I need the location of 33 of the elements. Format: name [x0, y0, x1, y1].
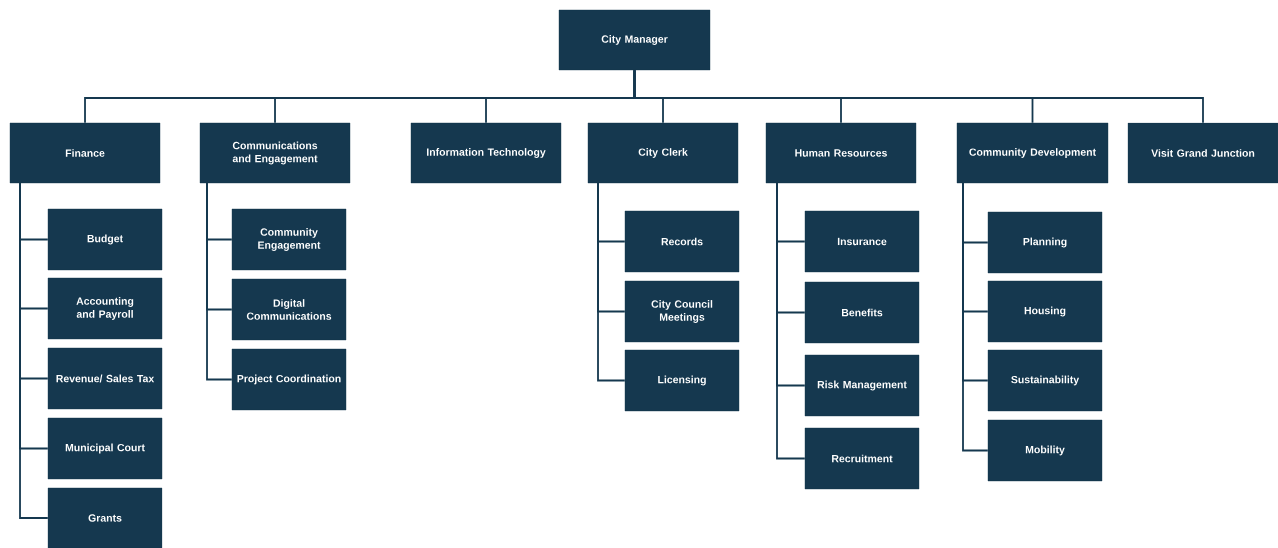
connector-line	[962, 182, 989, 452]
org-box: Project Coordination	[231, 348, 347, 411]
org-box: Records	[624, 210, 740, 273]
connector-line	[597, 182, 626, 382]
org-box: Municipal Court	[47, 417, 163, 480]
org-box: Community Development	[956, 122, 1109, 184]
connector-line	[19, 182, 49, 519]
org-box: Budget	[47, 208, 163, 271]
org-box: Human Resources	[765, 122, 917, 184]
org-box: Sustainability	[987, 349, 1103, 412]
connector-line	[633, 69, 1204, 124]
org-box: Grants	[47, 487, 163, 548]
org-box: Revenue/ Sales Tax	[47, 347, 163, 410]
org-box: Recruitment	[804, 427, 920, 490]
org-box: Mobility	[987, 419, 1103, 482]
org-box: Communications and Engagement	[199, 122, 351, 184]
org-box: City Manager	[558, 9, 711, 71]
connector-line	[206, 182, 233, 381]
org-box: Housing	[987, 280, 1103, 343]
org-box: Insurance	[804, 210, 920, 273]
org-box: Finance	[9, 122, 161, 184]
org-box: Digital Communications	[231, 278, 347, 341]
org-box: Licensing	[624, 349, 740, 412]
org-box: Planning	[987, 211, 1103, 274]
org-box: Accounting and Payroll	[47, 277, 163, 340]
org-box: City Clerk	[587, 122, 739, 184]
org-box: Information Technology	[410, 122, 562, 184]
org-box: City Council Meetings	[624, 280, 740, 343]
org-box: Risk Management	[804, 354, 920, 417]
org-box: Benefits	[804, 281, 920, 344]
org-box: Community Engagement	[231, 208, 347, 271]
org-box: Visit Grand Junction	[1127, 122, 1278, 184]
connector-line	[776, 182, 806, 460]
